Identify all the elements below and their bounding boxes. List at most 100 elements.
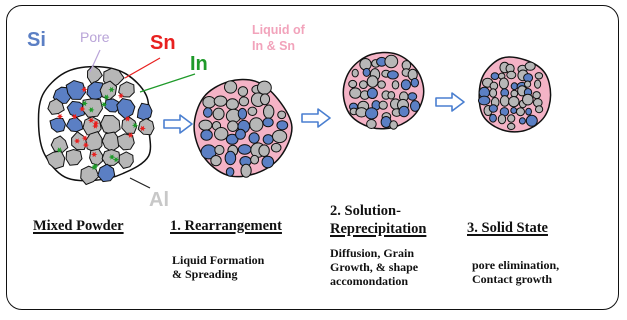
liquid-label: Liquid of In & Sn bbox=[252, 22, 305, 54]
si-particle bbox=[365, 107, 379, 120]
in-particle bbox=[100, 101, 108, 108]
al-particle bbox=[227, 120, 239, 132]
al-particle bbox=[202, 96, 216, 109]
in-particle bbox=[56, 147, 63, 153]
si-particle bbox=[116, 97, 136, 120]
liquid-label-line1: Liquid of bbox=[252, 23, 305, 37]
in-particle bbox=[112, 156, 120, 163]
in-particle bbox=[88, 107, 95, 113]
si-particle bbox=[410, 77, 419, 88]
al-label: Al bbox=[149, 189, 169, 211]
sn-particle bbox=[82, 142, 90, 148]
al-particle bbox=[45, 150, 66, 170]
al-particle bbox=[258, 144, 270, 157]
si-particle bbox=[478, 95, 491, 106]
al-particle bbox=[47, 98, 65, 115]
desc-solution-line1: Diffusion, Grain bbox=[330, 246, 415, 260]
al-particle bbox=[522, 93, 534, 106]
al-particle bbox=[137, 118, 155, 136]
al-particle bbox=[116, 133, 135, 151]
al-particle bbox=[377, 80, 386, 89]
si-particle bbox=[488, 104, 498, 113]
al-particle bbox=[510, 89, 519, 98]
si-particle bbox=[97, 163, 116, 183]
sn-label: Sn bbox=[150, 32, 176, 54]
stage-title-solution-line1: 2. Solution- bbox=[330, 203, 401, 219]
stage-desc-rearrangement: Liquid Formation & Spreading bbox=[172, 253, 264, 281]
al-particle bbox=[212, 107, 225, 121]
desc-solid-line1: pore elimination, bbox=[472, 258, 560, 272]
si-particle bbox=[225, 167, 235, 177]
al-particle bbox=[507, 114, 516, 123]
al-particle bbox=[378, 100, 388, 110]
rearrangement-particle-cluster bbox=[193, 78, 293, 178]
si-particle bbox=[400, 79, 411, 91]
si-particle bbox=[225, 133, 239, 145]
si-particle bbox=[104, 98, 120, 113]
al-particle bbox=[389, 120, 398, 130]
si-particle bbox=[362, 67, 371, 77]
sn-particle bbox=[117, 93, 125, 99]
al-particle bbox=[534, 79, 542, 89]
al-particle bbox=[506, 70, 517, 80]
al-particle bbox=[259, 93, 271, 106]
desc-solution-line2: Growth, & shape bbox=[330, 260, 419, 274]
mixed-powder-particle-cluster bbox=[37, 64, 155, 186]
al-particle bbox=[391, 80, 400, 90]
al-particle bbox=[240, 163, 252, 178]
solid-state-particle-cluster bbox=[478, 56, 552, 133]
si-label: Si bbox=[27, 29, 46, 51]
si-particle bbox=[510, 107, 518, 114]
al-particle bbox=[534, 72, 544, 80]
process-arrows bbox=[163, 92, 465, 134]
label-pointer-lines bbox=[89, 49, 196, 189]
al-particle bbox=[532, 91, 541, 100]
si-particle bbox=[237, 144, 252, 155]
al-particle bbox=[257, 80, 272, 95]
al-particle bbox=[50, 135, 69, 154]
si-particle bbox=[387, 70, 399, 80]
al-particle bbox=[497, 114, 507, 125]
si-particle bbox=[262, 134, 274, 145]
desc-solid-line2: Contact growth bbox=[472, 272, 553, 286]
al-particle bbox=[384, 54, 399, 69]
sn-particle bbox=[88, 117, 95, 124]
si-particle bbox=[203, 107, 213, 118]
desc-rearrangement-line1: Liquid Formation bbox=[172, 253, 265, 267]
al-particle bbox=[270, 142, 282, 153]
si-particle bbox=[490, 72, 500, 80]
liquid-label-line2: In & Sn bbox=[252, 39, 296, 53]
al-particle bbox=[224, 80, 238, 94]
arrow-right-icon bbox=[435, 92, 465, 112]
stage-title-solid-state: 3. Solid State bbox=[467, 220, 548, 236]
al-particle bbox=[250, 154, 260, 165]
sn-particle bbox=[79, 106, 86, 112]
al-particle bbox=[366, 119, 377, 129]
si-particle bbox=[200, 129, 213, 141]
sn-particle bbox=[92, 120, 100, 126]
si-particle bbox=[407, 92, 418, 101]
stage-title-solution-line2: Reprecipitation bbox=[330, 221, 427, 237]
sn-particle bbox=[92, 123, 99, 129]
si-particle bbox=[65, 79, 87, 100]
al-particle bbox=[237, 86, 249, 97]
stage-desc-solid-state: pore elimination, Contact growth bbox=[472, 258, 559, 286]
sn-particle bbox=[124, 116, 131, 122]
al-particle bbox=[524, 61, 536, 71]
desc-rearrangement-line2: & Spreading bbox=[172, 267, 238, 281]
al-particle bbox=[499, 95, 510, 107]
desc-solution-line3: accomondation bbox=[330, 274, 408, 288]
solution-reprecipitation-particle-cluster bbox=[342, 51, 425, 130]
si-particle bbox=[248, 132, 260, 144]
si-particle bbox=[525, 114, 538, 127]
al-particle bbox=[351, 68, 359, 78]
si-particle bbox=[525, 107, 532, 116]
si-particle bbox=[235, 128, 246, 140]
in-label: In bbox=[190, 53, 208, 75]
al-particle bbox=[100, 114, 121, 136]
al-particle bbox=[516, 107, 525, 117]
al-particle bbox=[118, 151, 134, 169]
al-particle bbox=[535, 105, 544, 114]
